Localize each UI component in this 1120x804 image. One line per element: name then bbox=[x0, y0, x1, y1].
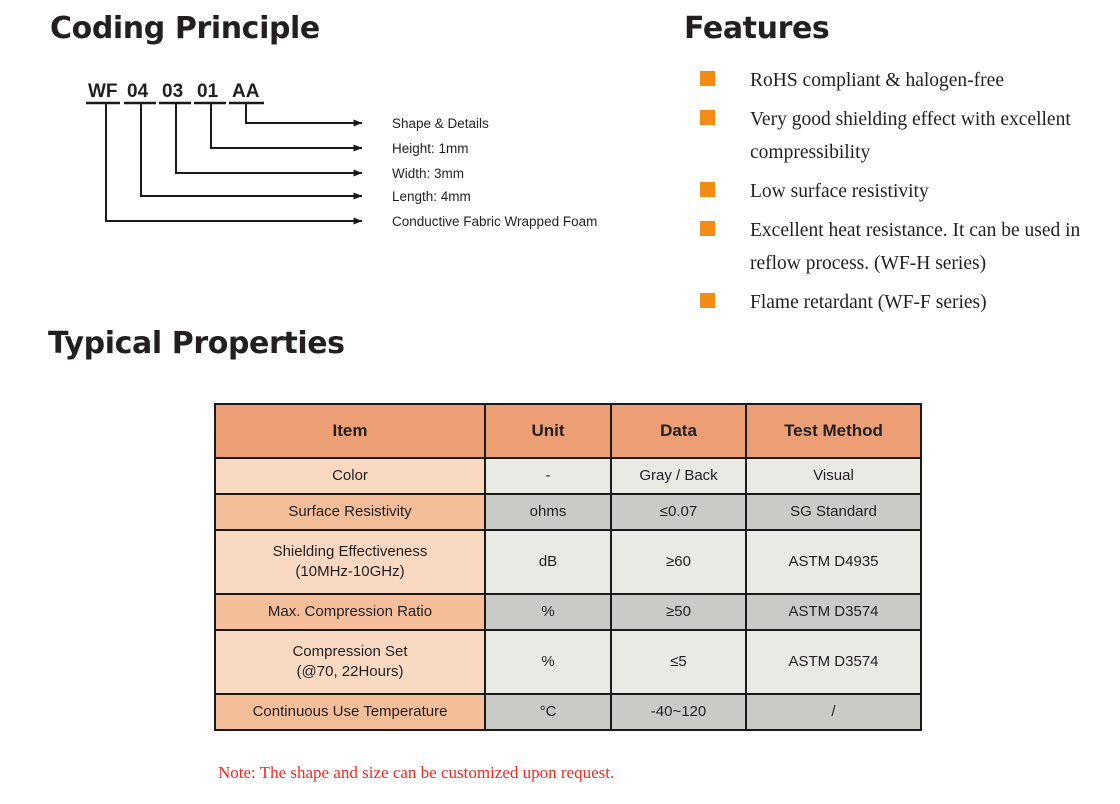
cell-data: ≤5 bbox=[610, 629, 747, 695]
cell-item: Max. Compression Ratio bbox=[214, 593, 486, 631]
leader-label-length: Length: 4mm bbox=[392, 189, 471, 204]
list-item: Low surface resistivity bbox=[684, 175, 1104, 208]
code-segment-wf: WF bbox=[88, 81, 118, 102]
cell-item: Compression Set (@70, 22Hours) bbox=[214, 629, 486, 695]
cell-unit: dB bbox=[484, 529, 612, 595]
code-segment-aa: AA bbox=[232, 81, 260, 102]
table-row: Max. Compression Ratio % ≥50 ASTM D3574 bbox=[214, 593, 922, 631]
orange-square-bullet-icon bbox=[696, 106, 715, 125]
page-title-coding-principle: Coding Principle bbox=[50, 11, 320, 46]
cell-item: Color bbox=[214, 457, 486, 495]
list-item: Very good shielding effect with excellen… bbox=[684, 103, 1104, 169]
cell-data: ≥50 bbox=[610, 593, 747, 631]
feature-text: Low surface resistivity bbox=[750, 181, 929, 202]
cell-data: ≤0.07 bbox=[610, 493, 747, 531]
cell-unit: - bbox=[484, 457, 612, 495]
column-header-unit: Unit bbox=[484, 403, 612, 459]
leader-lines bbox=[105, 103, 363, 225]
table-row: Compression Set (@70, 22Hours) % ≤5 ASTM… bbox=[214, 629, 922, 695]
cell-item-line2: (10MHz-10GHz) bbox=[295, 563, 405, 580]
features-list: RoHS compliant & halogen-free Very good … bbox=[684, 64, 1104, 325]
code-segment-03: 03 bbox=[162, 81, 183, 102]
orange-square-bullet-icon bbox=[696, 217, 715, 236]
cell-item: Surface Resistivity bbox=[214, 493, 486, 531]
cell-item: Continuous Use Temperature bbox=[214, 693, 486, 731]
cell-test-method: ASTM D4935 bbox=[745, 529, 922, 595]
cell-item: Shielding Effectiveness (10MHz-10GHz) bbox=[214, 529, 486, 595]
feature-text: Flame retardant (WF-F series) bbox=[750, 292, 987, 313]
cell-unit: % bbox=[484, 593, 612, 631]
feature-text: Excellent heat resistance. It can be use… bbox=[750, 220, 1081, 274]
column-header-item: Item bbox=[214, 403, 486, 459]
page-title-typical-properties: Typical Properties bbox=[48, 326, 345, 361]
bullet-wrap bbox=[684, 64, 750, 86]
cell-item-line1: Shielding Effectiveness bbox=[272, 543, 428, 561]
feature-text: RoHS compliant & halogen-free bbox=[750, 70, 1004, 91]
code-segment-01: 01 bbox=[197, 81, 219, 102]
orange-square-bullet-icon bbox=[696, 178, 715, 197]
cell-unit: ohms bbox=[484, 493, 612, 531]
cell-unit: % bbox=[484, 629, 612, 695]
bullet-wrap bbox=[684, 103, 750, 125]
list-item: RoHS compliant & halogen-free bbox=[684, 64, 1104, 97]
bullet-wrap bbox=[684, 175, 750, 197]
leader-label-height: Height: 1mm bbox=[392, 141, 469, 156]
page-title-features: Features bbox=[684, 11, 830, 46]
cell-data: -40~120 bbox=[610, 693, 747, 731]
typical-properties-table: Item Unit Data Test Method Color - Gray … bbox=[214, 403, 922, 731]
leader-label-material: Conductive Fabric Wrapped Foam bbox=[392, 214, 597, 229]
table-note: Note: The shape and size can be customiz… bbox=[218, 763, 615, 782]
orange-square-bullet-icon bbox=[696, 67, 715, 86]
cell-test-method: Visual bbox=[745, 457, 922, 495]
list-item: Excellent heat resistance. It can be use… bbox=[684, 214, 1104, 280]
leader-label-width: Width: 3mm bbox=[392, 166, 464, 181]
column-header-test-method: Test Method bbox=[745, 403, 922, 459]
cell-data: ≥60 bbox=[610, 529, 747, 595]
feature-text: Very good shielding effect with excellen… bbox=[750, 109, 1071, 163]
cell-item-line1: Compression Set bbox=[292, 643, 408, 661]
list-item: Flame retardant (WF-F series) bbox=[684, 286, 1104, 319]
bullet-wrap bbox=[684, 214, 750, 236]
table-row: Surface Resistivity ohms ≤0.07 SG Standa… bbox=[214, 493, 922, 531]
column-header-data: Data bbox=[610, 403, 747, 459]
leader-label-shape-details: Shape & Details bbox=[392, 116, 489, 131]
cell-item-line2: (@70, 22Hours) bbox=[296, 663, 404, 680]
table-row: Shielding Effectiveness (10MHz-10GHz) dB… bbox=[214, 529, 922, 595]
table-row: Color - Gray / Back Visual bbox=[214, 457, 922, 495]
cell-test-method: / bbox=[745, 693, 922, 731]
coding-principle-diagram: WF 04 03 01 AA Shape & Details He bbox=[0, 60, 680, 250]
cell-test-method: ASTM D3574 bbox=[745, 629, 922, 695]
code-segment-04: 04 bbox=[127, 81, 149, 102]
cell-test-method: ASTM D3574 bbox=[745, 593, 922, 631]
bullet-wrap bbox=[684, 286, 750, 308]
cell-unit: °C bbox=[484, 693, 612, 731]
table-row: Continuous Use Temperature °C -40~120 / bbox=[214, 693, 922, 731]
orange-square-bullet-icon bbox=[696, 289, 715, 308]
table-header-row: Item Unit Data Test Method bbox=[214, 403, 922, 459]
cell-data: Gray / Back bbox=[610, 457, 747, 495]
cell-test-method: SG Standard bbox=[745, 493, 922, 531]
